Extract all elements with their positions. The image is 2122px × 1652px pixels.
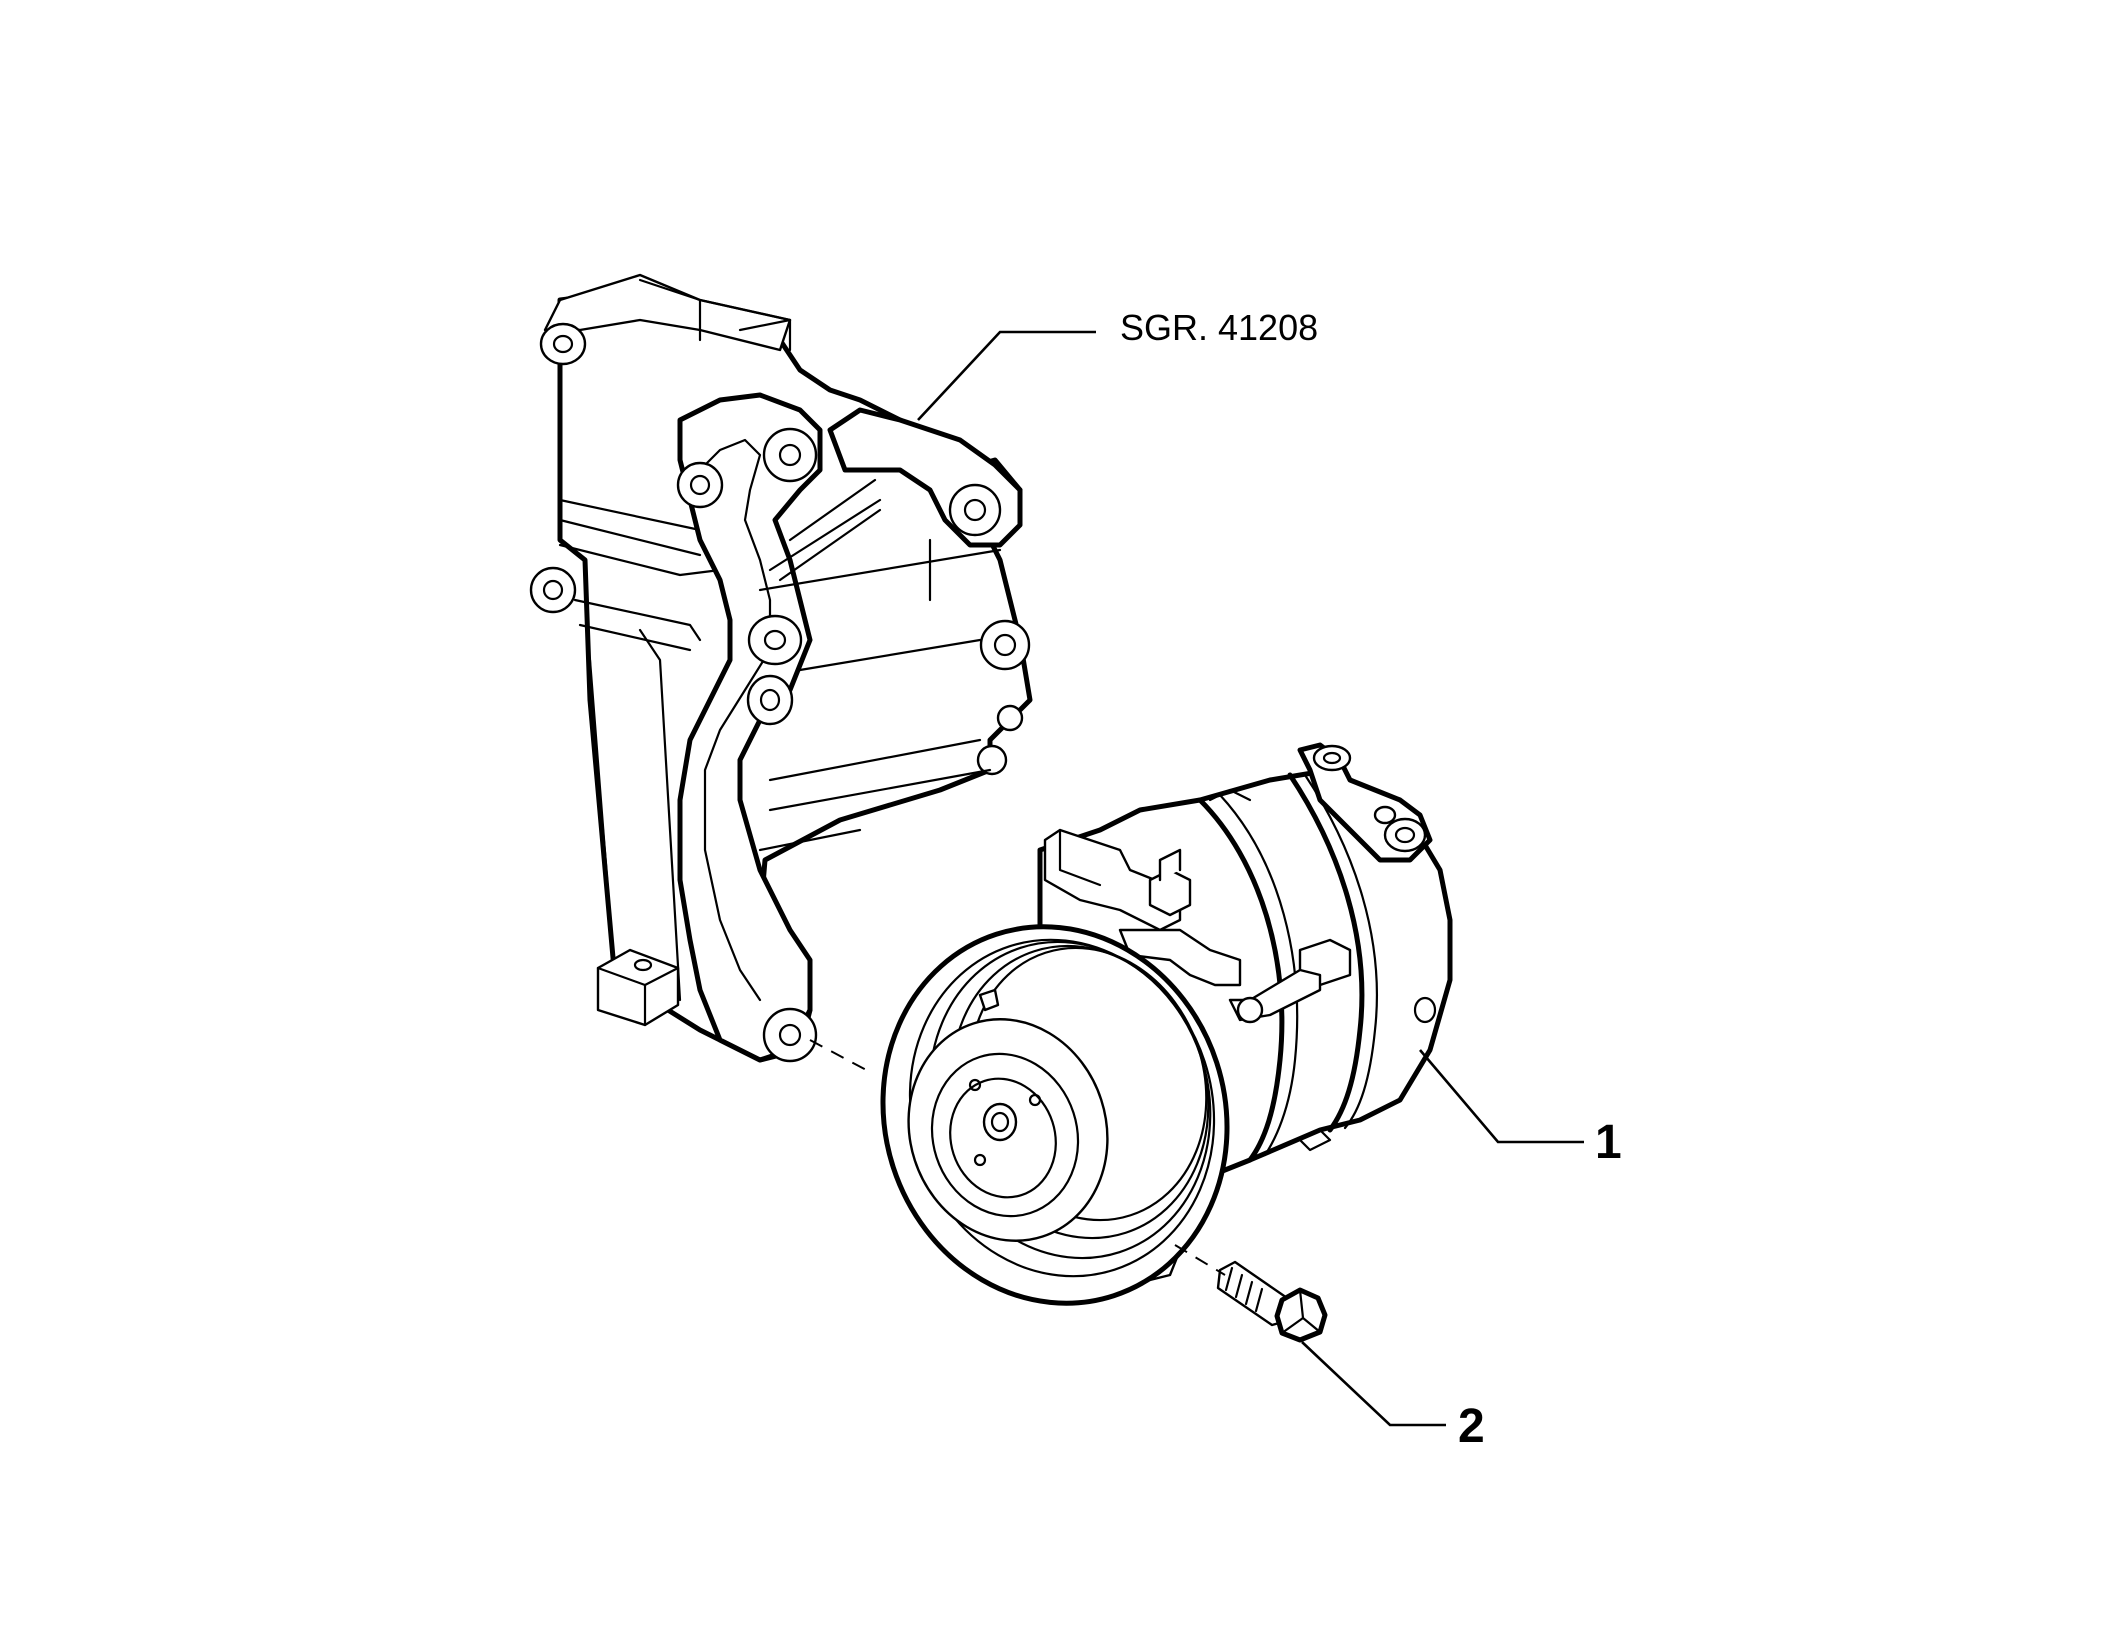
- assembly-line-bolt: [1174, 1244, 1226, 1276]
- part-number-2-label: 2: [1458, 1400, 1485, 1453]
- bracket-reference-label: SGR. 41208: [1120, 307, 1318, 348]
- mounting-bolt: [1216, 1260, 1328, 1343]
- leader-line-bolt: [1301, 1341, 1446, 1427]
- assembly-line-bracket: [809, 1039, 871, 1073]
- part-number-1-label: 1: [1595, 1116, 1622, 1169]
- mounting-bracket: [529, 273, 1033, 1063]
- leader-line-compressor: [1419, 1049, 1584, 1144]
- leader-line-bracket: [917, 330, 1096, 421]
- compressor-pulley: [880, 924, 1230, 1306]
